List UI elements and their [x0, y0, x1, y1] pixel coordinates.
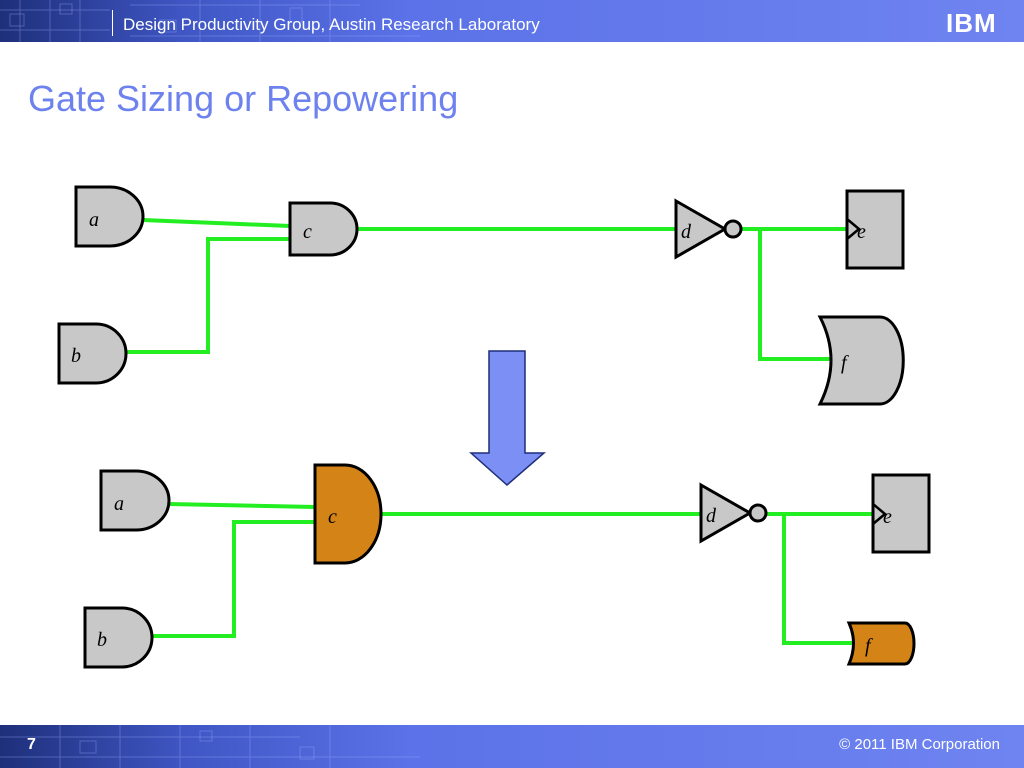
gate-b-after-label: b — [97, 629, 107, 651]
transform-arrow — [469, 350, 547, 486]
copyright-text: © 2011 IBM Corporation — [839, 736, 1000, 753]
gate-c-label: c — [303, 221, 312, 243]
gate-b-after-shape — [83, 606, 154, 669]
slide-title: Gate Sizing or Repowering — [28, 78, 459, 119]
gate-f-after-resized: f — [846, 621, 916, 666]
gate-c-after-resized: c — [313, 463, 383, 565]
gate-d-inverter-bubble — [723, 219, 743, 239]
gate-f-after-label: f — [865, 635, 873, 657]
gate-b-after: b — [83, 606, 154, 669]
page-number: 7 — [27, 736, 36, 753]
gate-d-after-inverter-bubble — [748, 503, 768, 523]
gate-b: b — [57, 322, 128, 385]
wire-a-to-c-after — [168, 502, 316, 509]
wire-b-to-c — [126, 237, 290, 354]
wire-d-to-f-after — [782, 514, 855, 645]
gate-c-after-shape — [313, 463, 383, 565]
organization-name: Design Productivity Group, Austin Resear… — [123, 15, 540, 34]
gate-f-shape — [817, 315, 905, 406]
header-bar: Design Productivity Group, Austin Resear… — [0, 0, 1024, 42]
gate-f: f — [817, 315, 905, 406]
wire-b-to-c-after — [152, 520, 315, 638]
gate-a-shape — [74, 185, 145, 248]
gate-a-label: a — [89, 209, 99, 231]
before-wires — [126, 218, 847, 361]
gate-b-label: b — [71, 345, 81, 367]
ibm-logo: IBM — [946, 8, 997, 38]
gate-d-after-label: d — [706, 505, 717, 527]
header-separator — [112, 10, 113, 36]
gate-d-shape — [674, 198, 729, 260]
footer-bar: 7 © 2011 IBM Corporation — [0, 725, 1024, 768]
after-circuit: a b c d e f — [83, 463, 931, 669]
gate-a-after-label: a — [114, 493, 124, 515]
gate-a-after-shape — [99, 469, 171, 532]
gate-e-clock-mark — [846, 218, 861, 240]
gate-c-shape — [288, 201, 359, 257]
gate-e-after-clock-mark — [872, 503, 887, 525]
gate-e: e — [845, 189, 905, 270]
gate-d-after-shape — [699, 482, 754, 544]
gate-e-after-shape — [871, 473, 931, 554]
footer-pattern — [0, 725, 420, 768]
gate-f-after-shape — [846, 621, 916, 666]
gate-d: d — [674, 198, 743, 260]
gate-d-label: d — [681, 221, 692, 243]
gate-c: c — [288, 201, 359, 257]
gate-e-after-label: e — [883, 506, 892, 528]
gate-c-after-label: c — [328, 506, 337, 528]
header-pattern — [0, 0, 420, 42]
gate-a-after: a — [99, 469, 171, 532]
gate-b-shape — [57, 322, 128, 385]
gate-f-label: f — [841, 352, 849, 374]
gate-e-label: e — [857, 221, 866, 243]
after-wires — [152, 502, 873, 645]
gate-d-after: d — [699, 482, 768, 544]
gate-a: a — [74, 185, 145, 248]
gate-e-after: e — [871, 473, 931, 554]
gate-e-shape — [845, 189, 905, 270]
wire-d-to-f — [758, 229, 830, 361]
wire-a-to-c — [142, 218, 291, 228]
before-circuit: a b c d e f — [57, 185, 905, 406]
